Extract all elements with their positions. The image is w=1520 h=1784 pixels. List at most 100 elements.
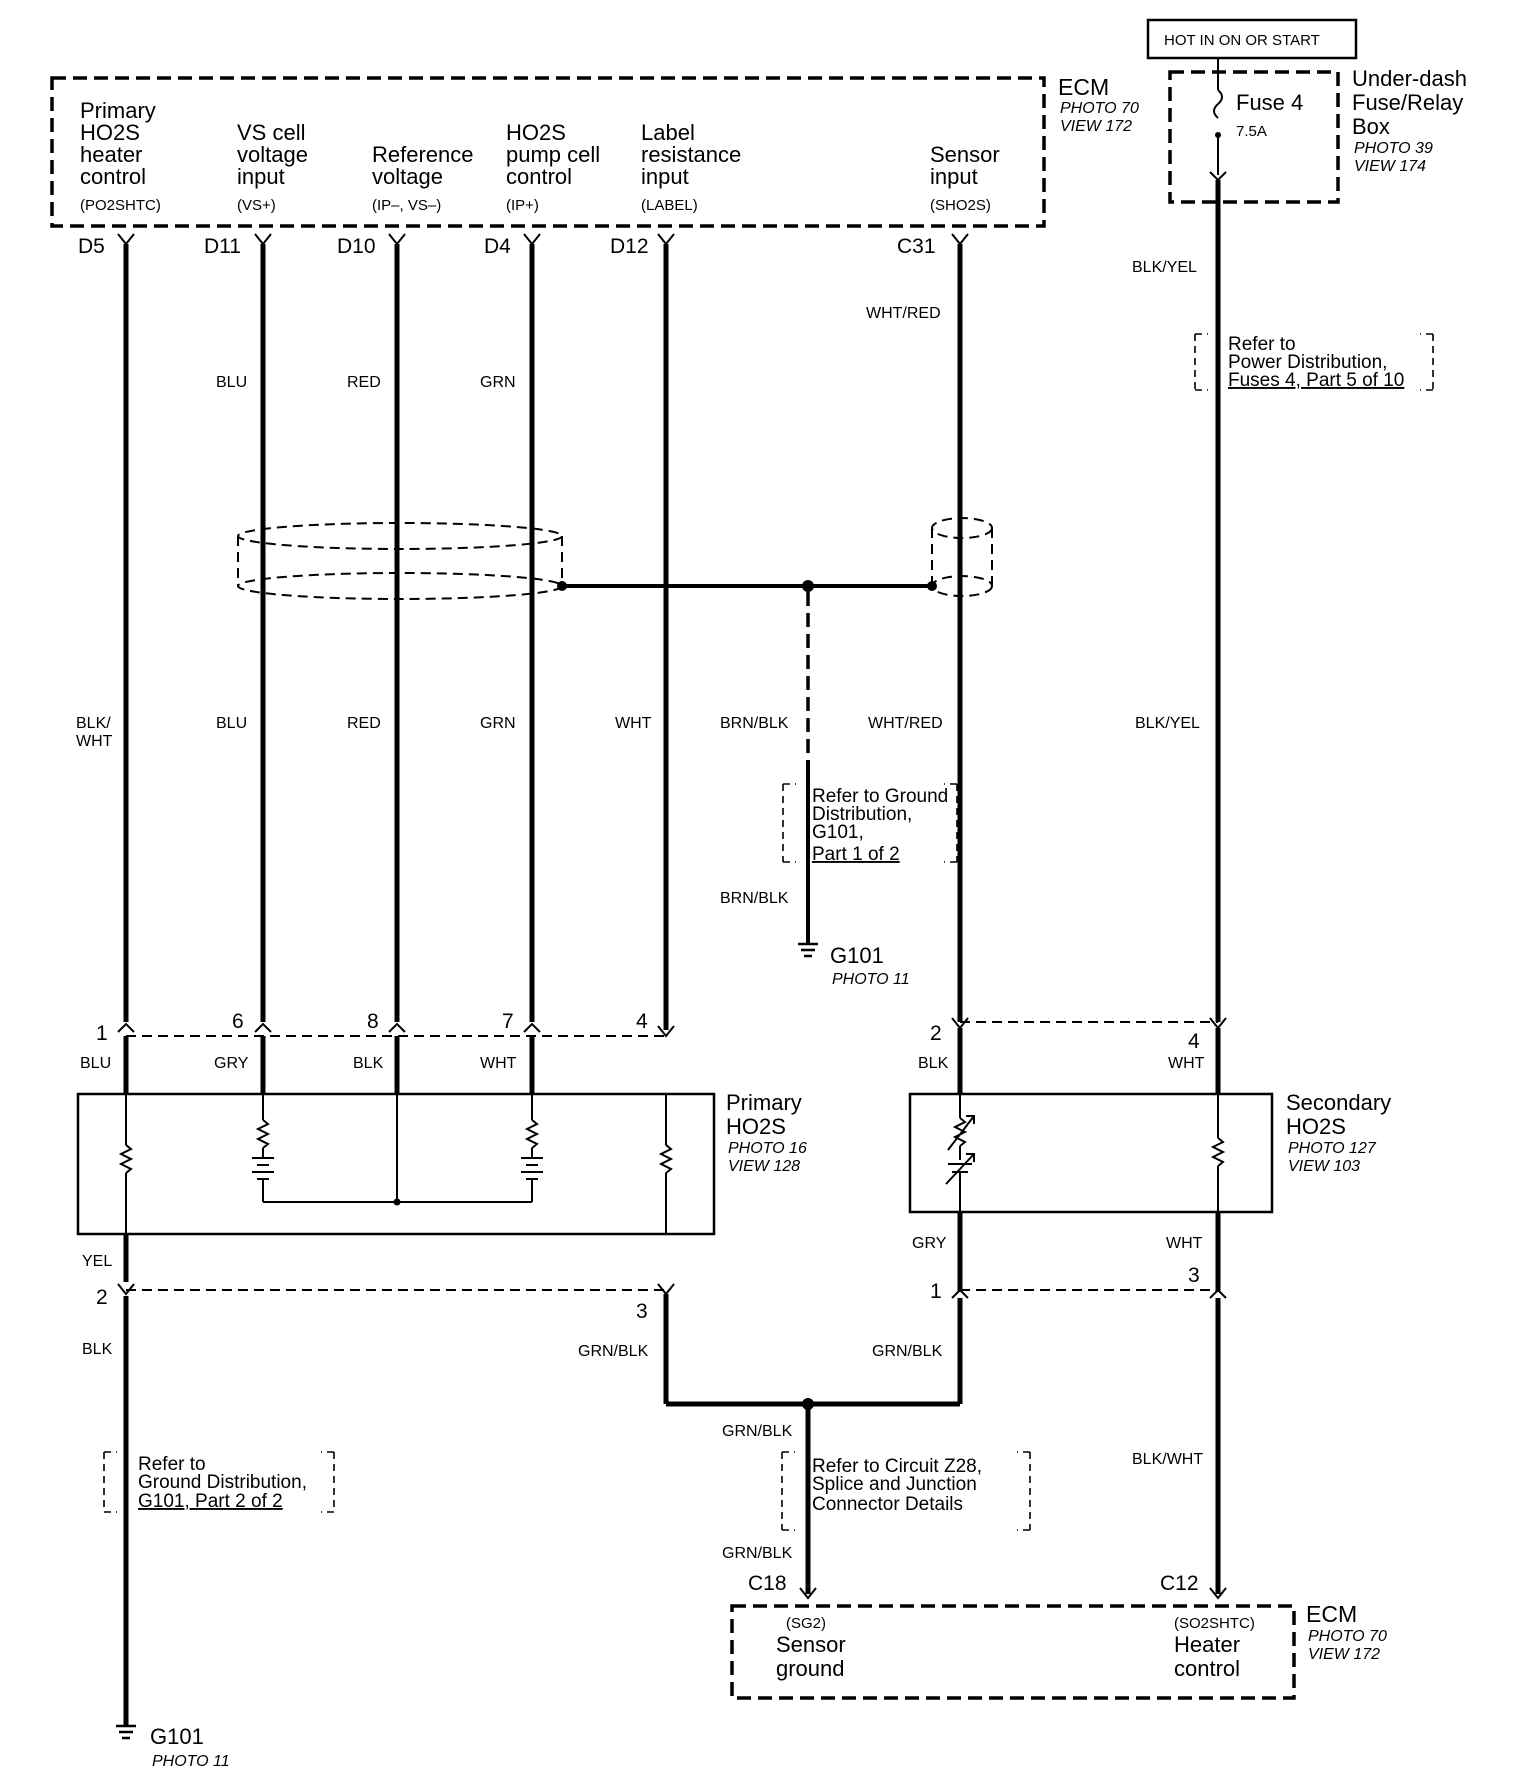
fuse-icon: [1213, 89, 1223, 119]
ref-power-bracket: [1194, 333, 1434, 391]
fuse-rating: 7.5A: [1236, 123, 1267, 140]
wire-label-gry-sec: GRY: [912, 1235, 947, 1252]
primary-pin-7: 7: [502, 1010, 514, 1033]
ref-circuit-line-1: Refer to Circuit Z28,: [812, 1456, 982, 1477]
wire-label-blk-wht-1: BLK/: [76, 715, 111, 732]
variable-arrow: [945, 1153, 975, 1185]
wire-label-wht-red-top: WHT/RED: [866, 305, 941, 322]
secondary-bottom-pin-3: 3: [1188, 1264, 1200, 1287]
ref-ground-2-bracket: [103, 1451, 335, 1513]
pin-c18: C18: [748, 1572, 787, 1595]
pin-connector-icon: [388, 1022, 406, 1033]
pin-c31: C31: [897, 235, 936, 258]
ecm-bottom-photo: PHOTO 70: [1308, 1628, 1387, 1645]
ref-ground-2-line-3: G101, Part 2 of 2: [138, 1491, 283, 1512]
ref-power[interactable]: Refer to Power Distribution, Fuses 4, Pa…: [1194, 333, 1434, 391]
wire-label-red-mid: RED: [347, 715, 381, 732]
ref-power-line-1: Refer to: [1228, 334, 1296, 355]
wire-label-gry-sensor: GRY: [214, 1055, 249, 1072]
variable-resistor-icon: [952, 1117, 968, 1147]
wire-label-yel: YEL: [82, 1253, 112, 1270]
primary-bottom-pin-3: 3: [636, 1300, 648, 1323]
wire-label-blk-wht-2: WHT: [76, 733, 113, 750]
ecm-d4-name-3: control: [506, 164, 572, 189]
pin-d11: D11: [204, 235, 241, 258]
fuse-name: Fuse 4: [1236, 90, 1303, 115]
secondary-connector-top: 2 4 BLK WHT: [918, 1017, 1227, 1072]
pin-connector-icon: [951, 1288, 969, 1299]
ref-power-line-2: Power Distribution,: [1228, 352, 1387, 373]
ecm-d5-name-1: Primary: [80, 98, 156, 123]
ecm-d12-name-2: resistance: [641, 142, 741, 167]
shield-left-top-icon: [237, 522, 563, 550]
ecm-d10-name-1: Reference: [372, 142, 474, 167]
wire-label-wht-red-mid: WHT/RED: [868, 715, 943, 732]
wire-label-blk-sensor: BLK: [353, 1055, 384, 1072]
upper-wires: BLK/YEL WHT/RED BLU RED GRN BLK/ WHT BLU…: [76, 180, 1221, 1030]
ref-power-line-3: Fuses 4, Part 5 of 10: [1228, 370, 1404, 391]
ground-1-photo: PHOTO 11: [832, 971, 910, 988]
ground-icon: [798, 942, 818, 958]
secondary-photo: PHOTO 127: [1288, 1140, 1377, 1157]
shield-left-bottom-icon: [237, 572, 563, 600]
ecm-c31-code: (SHO2S): [930, 197, 991, 214]
pin-connector-icon: [951, 233, 969, 246]
ecm-c31-name-2: input: [930, 164, 978, 189]
pin-connector-icon: [657, 233, 675, 246]
shield-splice-left: [557, 581, 567, 591]
wire-label-wht-sensor: WHT: [480, 1055, 517, 1072]
ecm-d4-name-2: pump cell: [506, 142, 600, 167]
ecm-d11-name-1: VS cell: [237, 120, 305, 145]
pin-c12: C12: [1160, 1572, 1199, 1595]
secondary-pin-4: 4: [1188, 1030, 1200, 1053]
pin-connector-icon: [117, 1022, 135, 1033]
ecm-d11-name-2: voltage: [237, 142, 308, 167]
cell-icon: [252, 1157, 274, 1180]
wire-label-red-top: RED: [347, 374, 381, 391]
wire-label-blk-yel-top: BLK/YEL: [1132, 259, 1197, 276]
ref-circuit[interactable]: Refer to Circuit Z28, Splice and Junctio…: [781, 1451, 1031, 1531]
heater-resistor-icon: [118, 1144, 134, 1174]
ecm-d5-code: (PO2SHTC): [80, 197, 161, 214]
label-resistor-icon: [658, 1144, 674, 1174]
primary-photo: PHOTO 16: [728, 1140, 807, 1157]
pin-connector-icon: [117, 1283, 135, 1296]
ref-ground-1-bracket: [782, 783, 958, 863]
variable-arrow-head: [966, 1115, 975, 1124]
ref-ground-1-line-2: Distribution,: [812, 804, 912, 825]
ecm-d10-code: (IP–, VS–): [372, 197, 441, 214]
primary-view: VIEW 128: [728, 1158, 800, 1175]
secondary-name-1: Secondary: [1286, 1090, 1391, 1115]
ecm-sg2-name-1: Sensor: [776, 1632, 846, 1657]
pin-d10: D10: [337, 235, 376, 258]
shield-splice-center: [802, 580, 814, 592]
pin-connector-icon: [1209, 1587, 1227, 1600]
internal-splice: [393, 1198, 401, 1206]
ref-ground-2[interactable]: Refer to Ground Distribution, G101, Part…: [103, 1451, 335, 1513]
pin-d5: D5: [78, 235, 105, 258]
wire-label-blu-mid: BLU: [216, 715, 247, 732]
wire-label-blk-left: BLK: [82, 1341, 113, 1358]
ref-ground-1[interactable]: Refer to Ground Distribution, G101, Part…: [782, 783, 958, 865]
ecm-d5-name-2: HO2S: [80, 120, 140, 145]
ecm-top-box: [50, 76, 1046, 228]
lower-wires: YEL 2 3 GRY WHT 1 3 BLK GRN/BLK GRN/BLK …: [82, 1212, 1227, 1726]
wire-label-grn-blk-mid: GRN/BLK: [722, 1423, 793, 1440]
secondary-ho2s: Secondary HO2S PHOTO 127 VIEW 103: [908, 1028, 1391, 1214]
hot-in-box: [1146, 18, 1358, 60]
pin-connector-icon: [523, 233, 541, 246]
wire-label-blk-yel-mid: BLK/YEL: [1135, 715, 1200, 732]
variable-arrow: [947, 1115, 975, 1151]
shields: [237, 517, 993, 944]
wire-label-blu-sensor: BLU: [80, 1055, 111, 1072]
ecm-so2shtc-code: (SO2SHTC): [1174, 1615, 1255, 1632]
wire-label-blu-top: BLU: [216, 374, 247, 391]
wire-label-brn-blk-mid: BRN/BLK: [720, 715, 789, 732]
primary-name-1: Primary: [726, 1090, 802, 1115]
secondary-bottom-pin-1: 1: [930, 1280, 942, 1303]
ref-ground-1-line-1: Refer to Ground: [812, 786, 948, 807]
fuse-box-name-3: Box: [1352, 114, 1390, 139]
pin-connector-icon: [254, 233, 272, 246]
primary-pin-1: 1: [96, 1022, 108, 1045]
